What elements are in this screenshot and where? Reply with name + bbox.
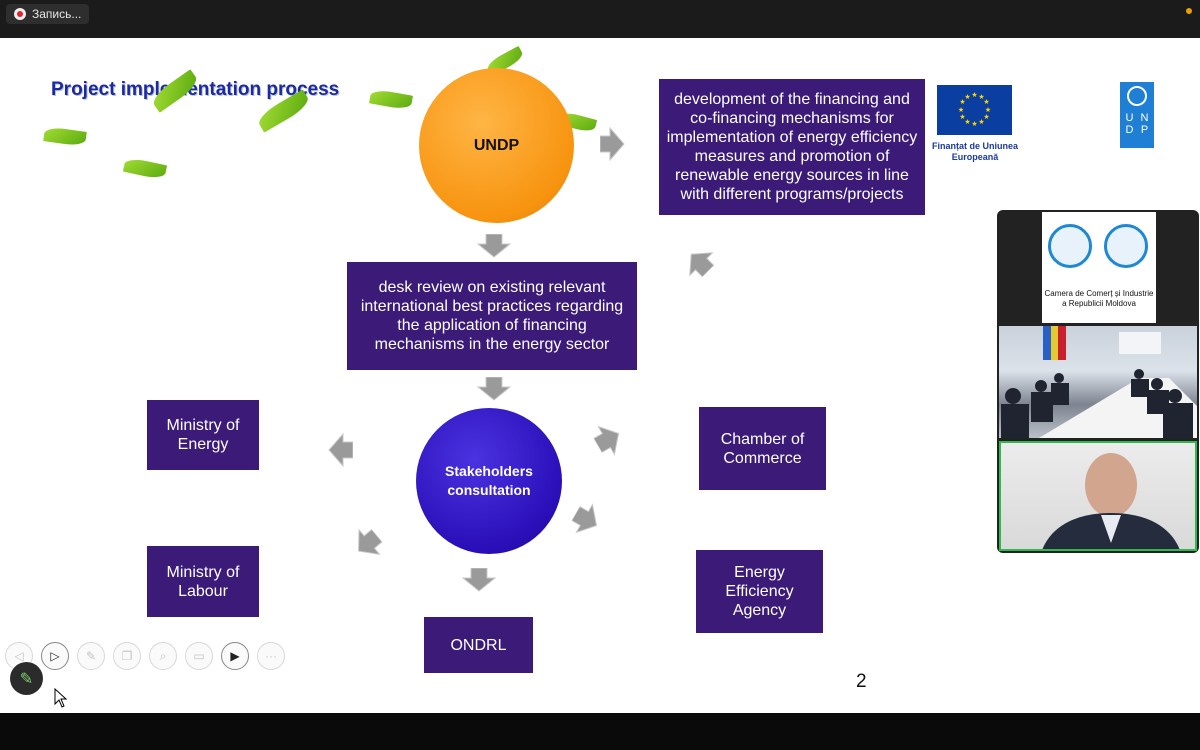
pencil-icon[interactable]: ✎ xyxy=(77,642,105,670)
svg-text:★: ★ xyxy=(964,93,970,101)
recording-indicator[interactable]: Запись... xyxy=(6,4,90,24)
svg-text:★: ★ xyxy=(978,93,984,101)
cci-caption: Camera de Comerț și Industrie a Republic… xyxy=(1044,289,1154,308)
leaf-decoration xyxy=(43,126,87,147)
chamber-commerce-box: Chamber of Commerce xyxy=(699,407,826,490)
speaker-video-icon xyxy=(1042,453,1180,549)
leaf-decoration xyxy=(122,156,168,181)
svg-text:★: ★ xyxy=(959,113,965,121)
zoom-icon[interactable]: ⌕ xyxy=(149,642,177,670)
arrow-icon xyxy=(476,377,512,401)
undp-letter: D xyxy=(1125,124,1134,136)
svg-text:★: ★ xyxy=(959,98,965,106)
cursor-tool-icon[interactable]: ▷ xyxy=(41,642,69,670)
moldova-emblem-icon xyxy=(1104,224,1148,268)
slide-title: Project implementation process xyxy=(51,79,340,100)
arrow-icon xyxy=(476,234,512,258)
annotate-pen-button[interactable]: ✎ xyxy=(10,662,43,695)
camera-icon[interactable]: ▶ xyxy=(221,642,249,670)
conference-room-tile[interactable] xyxy=(999,326,1197,438)
leaf-decoration xyxy=(369,88,413,111)
desk-review-box: desk review on existing relevant interna… xyxy=(347,262,637,370)
meeting-bottom-bar xyxy=(0,713,1200,750)
svg-text:★: ★ xyxy=(964,118,970,126)
arrow-icon xyxy=(593,425,620,456)
mouse-cursor-icon xyxy=(54,688,68,708)
record-icon xyxy=(14,8,26,20)
svg-text:★: ★ xyxy=(978,118,984,126)
arrow-icon xyxy=(689,252,715,278)
status-dot xyxy=(1186,8,1192,14)
undp-logo: U N D P xyxy=(1120,82,1154,148)
stakeholders-circle: Stakeholders consultation xyxy=(416,408,562,554)
arrow-icon xyxy=(358,528,383,556)
more-icon[interactable]: ··· xyxy=(257,642,285,670)
cci-emblem-icon xyxy=(1048,224,1092,268)
svg-text:★: ★ xyxy=(971,91,977,99)
undp-letter: U xyxy=(1125,112,1134,124)
ministry-labour-box: Ministry of Labour xyxy=(147,546,259,617)
svg-text:★: ★ xyxy=(971,120,977,128)
undp-letter: N xyxy=(1140,112,1149,124)
active-speaker-tile[interactable] xyxy=(999,441,1197,551)
caption-icon[interactable]: ▭ xyxy=(185,642,213,670)
energy-agency-box: Energy Efficiency Agency xyxy=(696,550,823,633)
arrow-icon xyxy=(571,503,598,534)
svg-text:★: ★ xyxy=(958,106,964,114)
undp-circle: UNDP xyxy=(419,68,574,223)
arrow-icon xyxy=(328,432,353,468)
meeting-top-bar: Запись... xyxy=(0,0,1200,38)
un-emblem-icon xyxy=(1127,86,1147,106)
slide-toolbar: ◁ ▷ ✎ ❐ ⌕ ▭ ▶ ··· xyxy=(5,642,285,670)
arrow-icon xyxy=(600,126,625,162)
recording-label: Запись... xyxy=(32,7,82,21)
arrow-icon xyxy=(461,568,497,592)
eu-caption: Finanțat de Uniunea Europeană xyxy=(931,141,1018,162)
cci-tile[interactable]: Camera de Comerț și Industrie a Republic… xyxy=(1042,212,1156,323)
copy-icon[interactable]: ❐ xyxy=(113,642,141,670)
financing-mechanisms-box: development of the financing and co-fina… xyxy=(659,79,925,215)
eu-flag-logo: ★★★★ ★★★★ ★★★★ xyxy=(937,85,1012,135)
svg-text:★: ★ xyxy=(983,98,989,106)
undp-letter: P xyxy=(1140,124,1149,136)
pen-icon: ✎ xyxy=(19,670,34,688)
page-number: 2 xyxy=(856,671,867,692)
svg-text:★: ★ xyxy=(985,106,991,114)
ministry-energy-box: Ministry of Energy xyxy=(147,400,259,470)
room-scene-icon xyxy=(1001,326,1197,438)
svg-text:★: ★ xyxy=(983,113,989,121)
ondrl-box: ONDRL xyxy=(424,617,533,673)
